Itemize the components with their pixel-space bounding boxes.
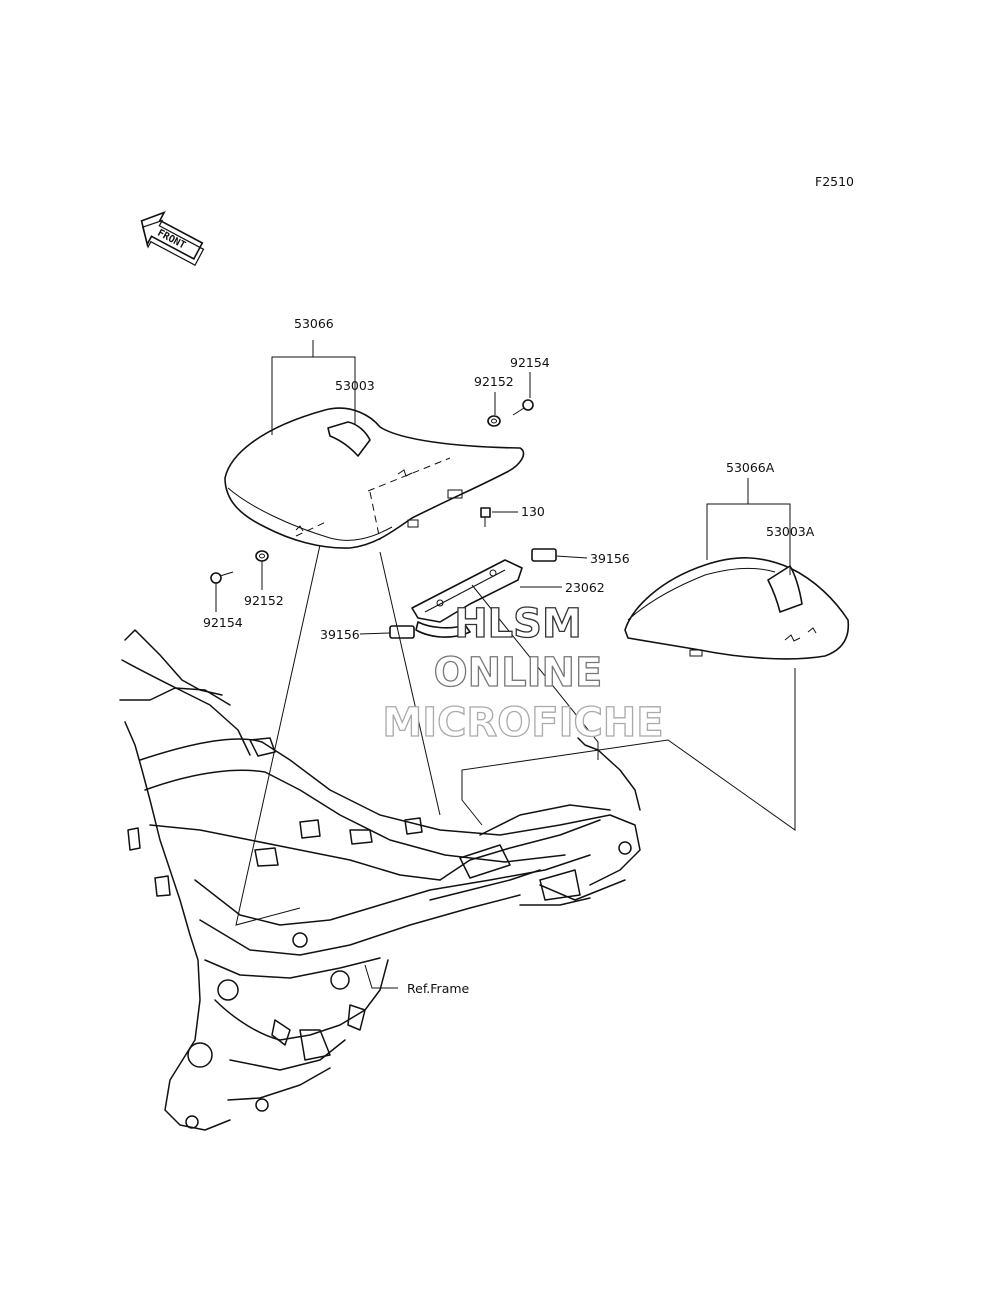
label-damper-left: 39156 xyxy=(320,627,360,642)
label-seat-cover: 53003 xyxy=(335,378,375,393)
watermark-line3: MICROFICHE xyxy=(382,700,663,746)
part-labels: 53066 53003 92154 92152 130 39156 23062 … xyxy=(203,316,815,996)
leader-lines xyxy=(215,340,796,989)
rear-seat xyxy=(624,557,850,660)
label-collar-left: 92152 xyxy=(244,593,284,608)
collar-top-icon xyxy=(487,415,501,427)
watermark-line1: HLSM xyxy=(454,601,582,647)
label-bolt-left: 92154 xyxy=(203,615,243,630)
mounting-dashes xyxy=(295,457,451,541)
bolt-left-icon xyxy=(210,571,234,584)
watermark: HLSM ONLINE MICROFICHE xyxy=(382,600,665,746)
figure-code: F2510 xyxy=(815,174,854,189)
label-damper-right: 39156 xyxy=(590,551,630,566)
label-seat-assy: 53066 xyxy=(294,316,334,331)
frame xyxy=(119,629,641,1131)
label-bracket: 23062 xyxy=(565,580,605,595)
label-bolt-top: 92154 xyxy=(510,355,550,370)
bolt-130-icon xyxy=(480,507,491,527)
collar-left-icon xyxy=(255,550,269,562)
damper-left xyxy=(389,625,415,639)
label-rear-seat-cover: 53003A xyxy=(766,524,815,539)
bolt-top-icon xyxy=(512,399,534,416)
label-bolt-130: 130 xyxy=(521,504,545,519)
front-seat xyxy=(224,407,525,549)
watermark-line2: ONLINE xyxy=(434,650,603,696)
seat-bracket xyxy=(411,559,523,638)
label-ref-frame: Ref.Frame xyxy=(407,981,470,996)
damper-right xyxy=(531,548,557,562)
front-arrow-icon: FRONT xyxy=(140,211,205,266)
label-collar-top: 92152 xyxy=(474,374,514,389)
label-rear-seat-assy: 53066A xyxy=(726,460,775,475)
